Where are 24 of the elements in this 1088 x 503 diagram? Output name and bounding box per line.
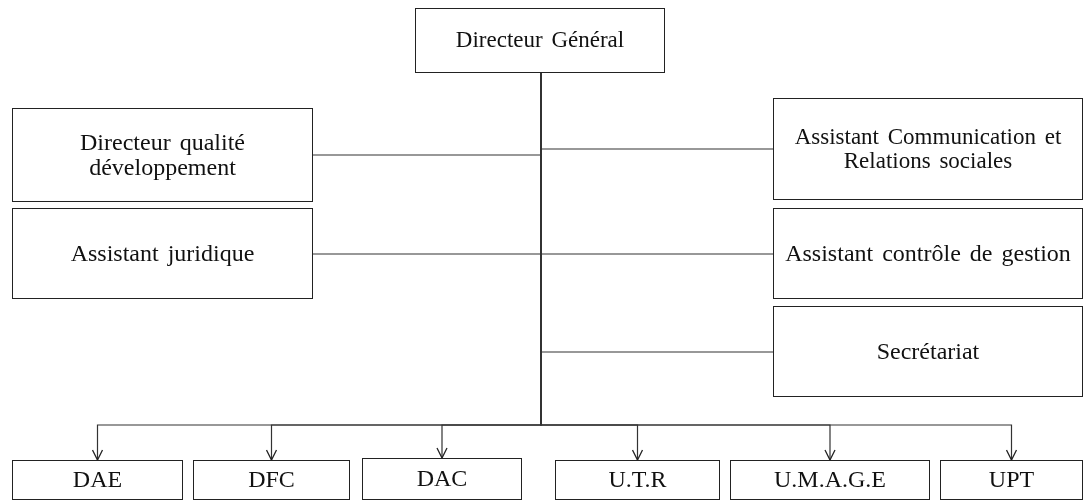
box-label: DAC [416,466,468,492]
box-label: Assistant Communication et Relations sociales [793,124,1063,174]
box-label: Assistant contrôle de gestion [785,240,1071,267]
box-label: DFC [248,467,295,493]
box-label: U.M.A.G.E [774,467,886,493]
box-label: Directeur Général [455,28,625,53]
org-box [415,8,665,73]
org-box [773,208,1083,299]
org-box [940,460,1083,500]
org-box [773,306,1083,397]
box-label: Directeur qualité développement [79,129,246,181]
org-box [12,108,313,202]
box-label: U.T.R [608,467,667,493]
org-box [773,98,1083,200]
org-box [362,458,522,500]
org-box [193,460,350,500]
org-box [12,208,313,299]
box-label: UPT [988,467,1035,493]
box-label: Secrétariat [876,338,980,365]
box-label: Assistant juridique [70,240,255,267]
box-label: DAE [72,467,123,493]
org-box [555,460,720,500]
org-box [12,460,183,500]
org-box [730,460,930,500]
